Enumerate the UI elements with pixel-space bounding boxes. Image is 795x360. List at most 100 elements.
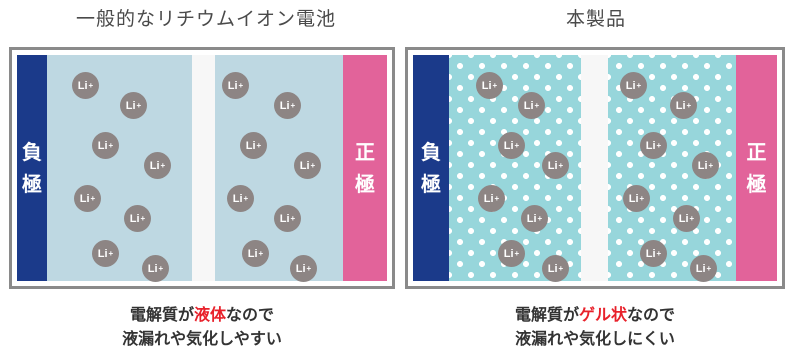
lithium-ion-label: Li — [547, 262, 558, 275]
lithium-ion-label: Li — [526, 212, 537, 225]
negative-electrode: 負 極 — [17, 55, 47, 281]
lithium-ion-charge: + — [492, 81, 498, 90]
lithium-ion-charge: + — [108, 249, 114, 258]
caption-highlight-liquid: 液体 — [193, 305, 226, 324]
lithium-ion: Li+ — [240, 132, 267, 159]
title-this-product: 本製品 — [565, 8, 626, 30]
lithium-ion-label: Li — [247, 247, 258, 260]
lithium-ion-label: Li — [697, 159, 708, 172]
lithium-ion-charge: + — [636, 81, 642, 90]
lithium-ion-label: Li — [523, 99, 534, 112]
lithium-ion: Li+ — [290, 255, 317, 282]
caption-conventional-battery: 電解質が液体なので 液漏れや気化しやすい — [9, 303, 395, 351]
lithium-ion-charge: + — [514, 249, 520, 258]
negative-electrode-char-2: 極 — [22, 172, 42, 196]
lithium-ion-charge: + — [514, 141, 520, 150]
lithium-ion: Li+ — [542, 255, 569, 282]
lithium-ion-label: Li — [125, 99, 136, 112]
lithium-ion-label: Li — [628, 192, 639, 205]
lithium-ion: Li+ — [120, 92, 147, 119]
positive-electrode-char-1: 正 — [355, 140, 375, 164]
lithium-ion: Li+ — [72, 72, 99, 99]
lithium-ion: Li+ — [74, 185, 101, 212]
lithium-ion-label: Li — [147, 262, 158, 275]
lithium-ion: Li+ — [690, 255, 717, 282]
lithium-ion-charge: + — [656, 249, 662, 258]
caption-this-product: 電解質がゲル状なので 液漏れや気化しにくい — [405, 303, 785, 351]
lithium-ion-charge: + — [558, 161, 564, 170]
lithium-ion: Li+ — [670, 92, 697, 119]
lithium-ion-charge: + — [708, 161, 714, 170]
lithium-ion: Li+ — [673, 205, 700, 232]
lithium-ion-label: Li — [547, 159, 558, 172]
caption-line-1: 電解質が液体なので — [9, 303, 395, 327]
negative-electrode-char-1: 負 — [421, 140, 441, 164]
panel-this-product: 負 極 正 極 Li+Li+Li+Li+Li+Li+Li+Li+Li+Li+Li… — [405, 47, 785, 289]
caption-line-2: 液漏れや気化しにくい — [515, 329, 675, 348]
lithium-ion-label: Li — [77, 79, 88, 92]
lithium-ion: Li+ — [227, 185, 254, 212]
lithium-ion: Li+ — [274, 205, 301, 232]
lithium-ion: Li+ — [222, 72, 249, 99]
lithium-ion: Li+ — [124, 205, 151, 232]
lithium-ion: Li+ — [478, 185, 505, 212]
lithium-ion-charge: + — [290, 214, 296, 223]
negative-electrode-char-1: 負 — [22, 140, 42, 164]
lithium-ion-charge: + — [639, 194, 645, 203]
lithium-ion-charge: + — [534, 101, 540, 110]
lithium-ion: Li+ — [542, 152, 569, 179]
lithium-ion: Li+ — [498, 240, 525, 267]
lithium-ion-charge: + — [706, 264, 712, 273]
lithium-ion: Li+ — [623, 185, 650, 212]
lithium-ion-label: Li — [645, 247, 656, 260]
lithium-ion-label: Li — [678, 212, 689, 225]
lithium-ion-label: Li — [279, 212, 290, 225]
lithium-ion-charge: + — [136, 101, 142, 110]
lithium-ion: Li+ — [640, 132, 667, 159]
lithium-ion-label: Li — [675, 99, 686, 112]
caption-highlight-gel: ゲル状 — [578, 305, 627, 324]
lithium-ion: Li+ — [476, 72, 503, 99]
positive-electrode: 正 極 — [736, 55, 777, 281]
lithium-ion-label: Li — [129, 212, 140, 225]
lithium-ion-charge: + — [90, 194, 96, 203]
lithium-ion-label: Li — [481, 79, 492, 92]
lithium-ion: Li+ — [242, 240, 269, 267]
lithium-ion-label: Li — [97, 139, 108, 152]
lithium-ion-label: Li — [149, 159, 160, 172]
lithium-ion-charge: + — [238, 81, 244, 90]
lithium-ion: Li+ — [92, 132, 119, 159]
lithium-ion-charge: + — [256, 141, 262, 150]
lithium-ion-charge: + — [310, 161, 316, 170]
lithium-ion-label: Li — [625, 79, 636, 92]
lithium-ion: Li+ — [274, 92, 301, 119]
lithium-ion: Li+ — [142, 255, 169, 282]
caption-pre: 電解質が — [129, 305, 194, 324]
caption-post: なので — [627, 305, 676, 324]
negative-electrode: 負 極 — [413, 55, 449, 281]
lithium-ion: Li+ — [294, 152, 321, 179]
lithium-ion-charge: + — [306, 264, 312, 273]
lithium-ion-label: Li — [503, 139, 514, 152]
lithium-ion-label: Li — [645, 139, 656, 152]
lithium-ion-charge: + — [160, 161, 166, 170]
lithium-ion-charge: + — [258, 249, 264, 258]
lithium-ion: Li+ — [620, 72, 647, 99]
negative-electrode-char-2: 極 — [421, 172, 441, 196]
caption-post: なので — [226, 305, 275, 324]
lithium-ion: Li+ — [521, 205, 548, 232]
lithium-ion: Li+ — [640, 240, 667, 267]
lithium-ion: Li+ — [518, 92, 545, 119]
lithium-ion-label: Li — [279, 99, 290, 112]
title-conventional-battery: 一般的なリチウムイオン電池 — [75, 8, 336, 30]
lithium-ion-charge: + — [537, 214, 543, 223]
positive-electrode-char-2: 極 — [746, 172, 767, 196]
lithium-ion-label: Li — [227, 79, 238, 92]
lithium-ion-charge: + — [158, 264, 164, 273]
lithium-ion-charge: + — [88, 81, 94, 90]
lithium-ion-label: Li — [483, 192, 494, 205]
lithium-ion-label: Li — [299, 159, 310, 172]
panel-conventional-battery: 負 極 正 極 Li+Li+Li+Li+Li+Li+Li+Li+Li+Li+Li… — [9, 47, 395, 289]
separator — [581, 55, 608, 281]
lithium-ion-charge: + — [140, 214, 146, 223]
